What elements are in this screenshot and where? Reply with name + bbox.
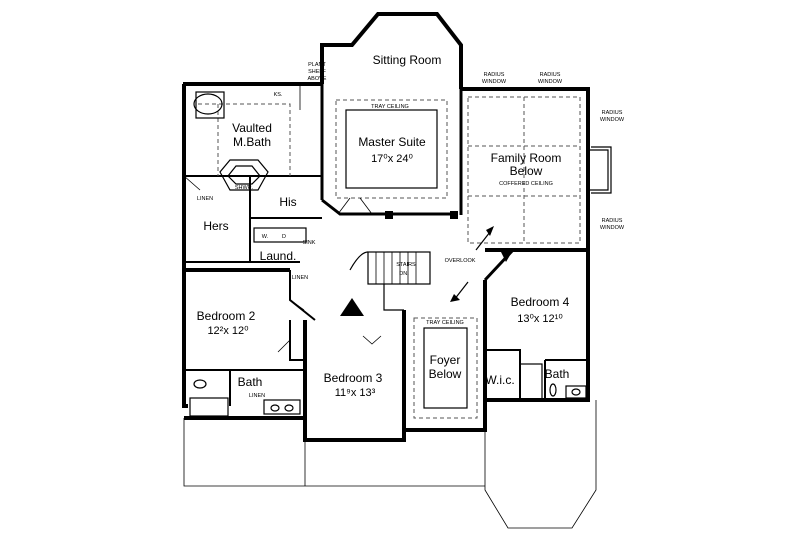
sitting-room-label: Sitting Room [373,53,442,67]
vaulted-label: Vaulted [232,121,272,135]
bedroom2-dim: 12²x 12⁰ [207,325,249,337]
annotation-labels: PLANT SHELF ABOVE KS. SHWR. LINEN LINEN … [197,62,625,399]
his-label: His [279,195,296,209]
room-labels: Sitting Room TRAY CEILING Master Suite 1… [197,53,570,399]
linen-hers-label: LINEN [197,196,213,202]
plant-shelf-2: SHELF [308,69,326,75]
radius-window-4a: RADIUS [602,218,623,224]
radius-window-1b: WINDOW [482,79,507,85]
overlook-label: OVERLOOK [445,258,476,264]
bath-left-label: Bath [238,375,263,389]
bedroom2-label: Bedroom 2 [197,309,256,323]
bath-right-label: Bath [545,367,570,381]
ceiling-lines [198,96,581,419]
bedroom3-dim: 11⁹x 13³ [335,387,376,399]
foyer-label: Foyer [430,353,461,367]
foyer-ceiling-label: TRAY CEILING [426,320,464,326]
master-ceiling-label: TRAY CEILING [371,104,409,110]
bedroom4-dim: 13⁰x 12¹⁰ [517,313,563,325]
plant-shelf-3: ABOVE [308,76,327,82]
fixtures [189,91,587,417]
family-ceiling-label: COFFERED CEILING [499,181,553,187]
radius-window-2a: RADIUS [540,72,561,78]
overlook-arrows [450,226,494,302]
stairs [349,251,431,311]
master-bath-label: M.Bath [233,135,271,149]
sink-label: SINK [303,240,316,246]
radius-window-4b: WINDOW [600,225,625,231]
family-room-label: Family Room [491,151,562,165]
linen-hall-label: LINEN [292,275,308,281]
plant-shelf-1: PLANT [308,62,326,68]
ks-label: KS. [274,92,283,98]
foyer-below: Below [429,367,462,381]
bedroom3-label: Bedroom 3 [324,371,383,385]
lower-level-outline [183,400,597,529]
washer-label: W. [262,234,269,240]
doors [183,84,382,353]
bedroom4-label: Bedroom 4 [511,295,570,309]
radius-window-2b: WINDOW [538,79,563,85]
shower-label: SHWR. [235,185,254,191]
interior-walls [183,82,588,406]
hers-label: Hers [203,219,228,233]
wic-label: W.i.c. [485,373,514,387]
master-suite-label: Master Suite [358,135,426,149]
stairs-label: STAIRS [396,262,416,268]
radius-window-3a: RADIUS [602,110,623,116]
master-suite-dim: 17⁰x 24⁰ [371,153,413,165]
linen-bath-label: LINEN [249,393,265,399]
radius-window-1a: RADIUS [484,72,505,78]
family-room-below: Below [510,164,543,178]
dryer-label: D [282,234,286,240]
wall-posts [340,211,513,316]
stairs-down-label: DN. [399,271,409,277]
radius-window-3b: WINDOW [600,117,625,123]
laundry-label: Laund. [260,249,297,263]
